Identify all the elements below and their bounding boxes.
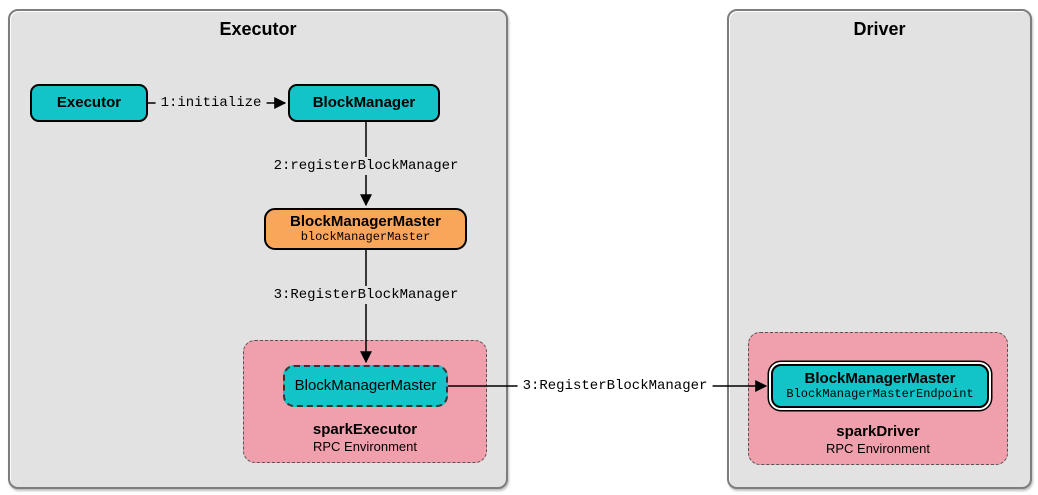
block-manager-master-node-label: BlockManagerMaster: [290, 212, 441, 230]
edge-label-register-block-manager: 2:registerBlockManager: [268, 157, 464, 175]
executor-container-title: Executor: [219, 19, 297, 39]
edge-label-register-block-manager-remote: 3:RegisterBlockManager: [517, 377, 713, 395]
executor-rpc-endpoint-ref-label: BlockManagerMaster: [294, 377, 437, 395]
block-manager-master-node: BlockManagerMaster blockManagerMaster: [264, 208, 467, 250]
driver-rpc-endpoint-sublabel: BlockManagerMasterEndpoint: [786, 387, 974, 402]
spark-executor-caption: sparkExecutor RPC Environment: [244, 421, 486, 455]
block-manager-node: BlockManager: [288, 84, 440, 122]
executor-node-label: Executor: [56, 94, 122, 112]
block-manager-master-node-sublabel: blockManagerMaster: [300, 230, 431, 245]
spark-driver-type: RPC Environment: [825, 441, 931, 457]
block-manager-node-label: BlockManager: [312, 94, 416, 112]
driver-rpc-endpoint-label: BlockManagerMaster: [804, 369, 956, 387]
executor-rpc-endpoint-ref-node: BlockManagerMaster: [283, 365, 448, 407]
spark-executor-type: RPC Environment: [312, 439, 418, 455]
edge-label-initialize: 1:initialize: [155, 94, 267, 112]
spark-driver-name: sparkDriver: [836, 423, 920, 441]
edge-label-register-block-manager-rpc: 3:RegisterBlockManager: [268, 286, 464, 304]
spark-executor-name: sparkExecutor: [312, 421, 418, 439]
driver-container-title: Driver: [853, 19, 906, 39]
driver-rpc-endpoint-node: BlockManagerMaster BlockManagerMasterEnd…: [771, 364, 989, 408]
executor-node: Executor: [30, 84, 148, 122]
spark-driver-caption: sparkDriver RPC Environment: [749, 423, 1007, 457]
